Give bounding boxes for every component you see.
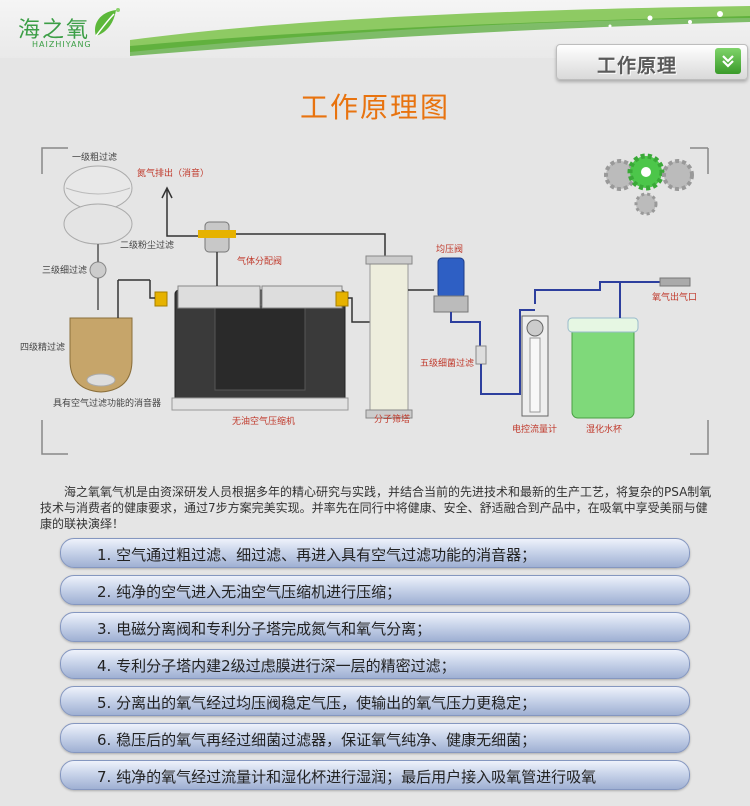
label-gas-valve: 气体分配阀 bbox=[237, 255, 282, 267]
step-text: 7. 纯净的氧气经过流量计和湿化杯进行湿润；最后用户接入吸氧管进行吸氧 bbox=[97, 768, 597, 786]
section-tab[interactable]: 工作原理 bbox=[556, 44, 748, 80]
step-item: 3. 电磁分离阀和专利分子塔完成氮气和氧气分离； bbox=[60, 612, 690, 642]
label-nitrogen-exhaust: 氮气排出（消音） bbox=[137, 167, 209, 179]
intro-paragraph: 海之氧氧气机是由资深研发人员根据多年的精心研究与实践，并结合当前的先进技术和最新… bbox=[40, 485, 712, 531]
label-sieve-tower: 分子筛塔 bbox=[374, 413, 410, 425]
label-bacteria-filter: 五级细菌过滤 bbox=[420, 357, 474, 369]
step-text: 5. 分离出的氧气经过均压阀稳定气压，使输出的氧气压力更稳定； bbox=[97, 694, 537, 712]
page-title: 工作原理图 bbox=[299, 91, 450, 124]
step-item: 6. 稳压后的氧气再经过细菌过滤器，保证氧气纯净、健康无细菌； bbox=[60, 723, 690, 753]
step-text: 2. 纯净的空气进入无油空气压缩机进行压缩； bbox=[97, 583, 402, 601]
step-item: 7. 纯净的氧气经过流量计和湿化杯进行湿润；最后用户接入吸氧管进行吸氧 bbox=[60, 760, 690, 790]
header-bar: 海之氧 HAIZHIYANG bbox=[0, 0, 750, 58]
label-pressure-valve: 均压阀 bbox=[436, 243, 463, 255]
label-muffler: 具有空气过滤功能的消音器 bbox=[53, 397, 161, 409]
step-text: 6. 稳压后的氧气再经过细菌过滤器，保证氧气纯净、健康无细菌； bbox=[97, 731, 537, 749]
chevron-down-icon[interactable] bbox=[715, 48, 741, 74]
step-text: 3. 电磁分离阀和专利分子塔完成氮气和氧气分离； bbox=[97, 620, 432, 638]
step-item: 4. 专利分子塔内建2级过虑膜进行深一层的精密过滤； bbox=[60, 649, 690, 679]
step-text: 4. 专利分子塔内建2级过虑膜进行深一层的精密过滤； bbox=[97, 657, 456, 675]
logo-text: 海之氧 bbox=[18, 18, 91, 43]
tab-label: 工作原理 bbox=[597, 55, 678, 77]
label-filter2: 二级粉尘过滤 bbox=[120, 239, 174, 251]
label-compressor: 无油空气压缩机 bbox=[232, 415, 295, 427]
label-filter4: 四级精过滤 bbox=[20, 341, 65, 353]
leaf-logo-icon bbox=[94, 8, 120, 37]
logo[interactable]: 海之氧 HAIZHIYANG bbox=[18, 8, 120, 49]
step-item: 1. 空气通过粗过滤、细过滤、再进入具有空气过滤功能的消音器； bbox=[60, 538, 690, 568]
step-item: 2. 纯净的空气进入无油空气压缩机进行压缩； bbox=[60, 575, 690, 605]
logo-subtext: HAIZHIYANG bbox=[32, 40, 92, 49]
label-humidifier: 湿化水杯 bbox=[586, 423, 622, 435]
label-oxygen-outlet: 氧气出气口 bbox=[652, 291, 697, 303]
step-item: 5. 分离出的氧气经过均压阀稳定气压，使输出的氧气压力更稳定； bbox=[60, 686, 690, 716]
step-text: 1. 空气通过粗过滤、细过滤、再进入具有空气过滤功能的消音器； bbox=[97, 546, 537, 564]
gears-icon bbox=[604, 153, 694, 216]
label-filter3: 三级细过滤 bbox=[42, 264, 87, 276]
label-flowmeter: 电控流量计 bbox=[512, 423, 557, 435]
working-principle-diagram: 一级粗过滤 二级粉尘过滤 三级细过滤 四级精过滤 具有空气过滤功能的消音器 氮气… bbox=[20, 147, 709, 455]
label-filter1: 一级粗过滤 bbox=[72, 151, 117, 163]
green-swoosh bbox=[130, 6, 750, 56]
steps-list: 1. 空气通过粗过滤、细过滤、再进入具有空气过滤功能的消音器； 2. 纯净的空气… bbox=[60, 538, 690, 797]
